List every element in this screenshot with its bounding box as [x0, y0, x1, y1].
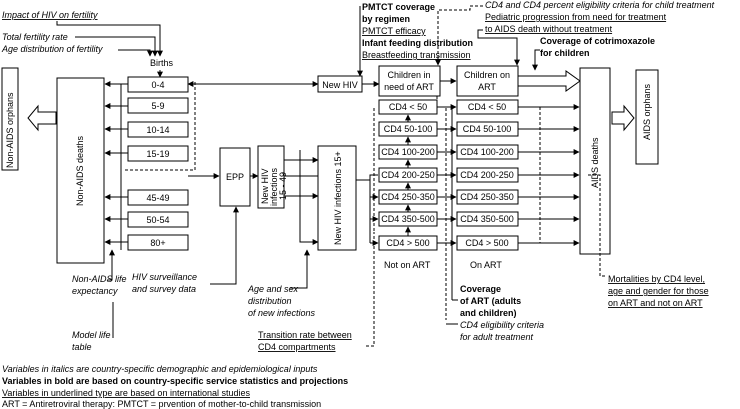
coverage-art-2: of ART (adults: [460, 296, 521, 306]
aids-orphans-label: AIDS orphans: [642, 83, 652, 140]
coverage-art-1: Coverage: [460, 284, 501, 294]
age-sex-3: of new infections: [248, 308, 316, 318]
non-aids-life-1: Non-AIDS life: [72, 274, 127, 284]
cd4-not-on-art-5: CD4 350-500: [381, 214, 435, 224]
not-on-art-label: Not on ART: [384, 260, 431, 270]
cd4-not-on-art-3: CD4 200-250: [381, 170, 435, 180]
children-on-art-box: [456, 65, 519, 97]
new-hiv-15plus-box: [317, 145, 357, 251]
non-aids-orphans-arrow: [27, 104, 57, 132]
epp-box: [219, 147, 251, 207]
children-on-art-label-1: Children on: [464, 70, 510, 80]
input-age-distribution-fertility: Age distribution of fertility: [1, 44, 103, 54]
cd4-not-on-art-6: CD4 > 500: [386, 238, 429, 248]
model-life-1: Model life: [72, 330, 111, 340]
cd4-adult-criteria-1: CD4 eligibility criteria: [460, 320, 544, 330]
age-label-10-14: 10-14: [146, 125, 169, 135]
mortality-2: age and gender for those: [608, 286, 709, 296]
births-label: Births: [150, 58, 174, 68]
coverage-art-3: and children): [460, 308, 517, 318]
model-life-2: table: [72, 342, 92, 352]
pediatric-progression-2: to AIDS death without treatment: [485, 24, 613, 34]
cd4-adult-criteria-2: for adult treatment: [460, 332, 534, 342]
age-sex-2: distribution: [248, 296, 292, 306]
new-hiv-15plus-label: New HIV infections 15+: [333, 151, 343, 245]
pmtct-coverage: PMTCT coverage: [362, 2, 435, 12]
pmtct-efficacy: PMTCT efficacy: [362, 26, 426, 36]
epp-label: EPP: [226, 172, 244, 182]
mortality-1: Mortalities by CD4 level,: [608, 274, 705, 284]
legend-bold: Variables in bold are based on country-s…: [2, 376, 348, 386]
pmtct-regimen: by regimen: [362, 14, 410, 24]
age-label-0-4: 0-4: [151, 80, 164, 90]
non-aids-deaths-label: Non-AIDS deaths: [75, 135, 85, 206]
input-impact-hiv-fertility: Impact of HIV on fertility: [2, 10, 98, 20]
cotrimoxazole-2: for children: [540, 48, 590, 58]
cd4-on-art-6: CD4 > 500: [465, 238, 508, 248]
cd4-child-criteria: CD4 and CD4 percent eligibility criteria…: [485, 0, 715, 10]
hiv-surveillance-2: and survey data: [132, 284, 196, 294]
cd4-on-art-4: CD4 250-350: [460, 192, 514, 202]
cd4-not-on-art-0: CD4 < 50: [389, 102, 427, 112]
breastfeeding-transmission: Breastfeeding transmission: [362, 50, 471, 60]
age-label-45-49: 45-49: [146, 193, 169, 203]
new-hiv-15-49-label-2: infections: [269, 167, 279, 206]
children-to-aids-deaths-arrow: [517, 70, 581, 92]
children-in-need-label-2: need of ART: [384, 82, 434, 92]
input-total-fertility: Total fertility rate: [2, 32, 68, 42]
cd4-on-art-column: CD4 < 50 CD4 50-100 CD4 100-200 CD4 200-…: [456, 99, 519, 251]
pediatric-progression-1: Pediatric progression from need for trea…: [485, 12, 667, 22]
cd4-on-art-3: CD4 200-250: [460, 170, 514, 180]
new-hiv-15-49-label: New HIV: [260, 168, 270, 204]
cd4-on-art-1: CD4 50-100: [463, 124, 512, 134]
children-in-need-box: [378, 65, 441, 97]
new-hiv-label: New HIV: [322, 80, 358, 90]
age-label-50-54: 50-54: [146, 215, 169, 225]
cd4-on-art-2: CD4 100-200: [460, 147, 514, 157]
age-label-5-9: 5-9: [151, 101, 164, 111]
children-on-art-label-2: ART: [478, 82, 496, 92]
infant-feeding: Infant feeding distribution: [362, 38, 473, 48]
new-hiv-15-49-label-3: 15 - 49: [278, 172, 288, 200]
cd4-not-on-art-4: CD4 250-350: [381, 192, 435, 202]
non-aids-orphans-label: Non-AIDS orphans: [5, 92, 15, 168]
cd4-not-on-art-1: CD4 50-100: [384, 124, 433, 134]
non-aids-life-2: expectancy: [72, 286, 118, 296]
aids-deaths-label: AIDS deaths: [590, 137, 600, 188]
hiv-surveillance-1: HIV surveillance: [132, 272, 197, 282]
transition-rate-1: Transition rate between: [258, 330, 352, 340]
cd4-not-on-art-2: CD4 100-200: [381, 147, 435, 157]
legend-abbrev: ART = Antiretroviral therapy: PMTCT = pr…: [2, 399, 321, 409]
non-aids-deaths-box: [56, 77, 105, 264]
non-aids-orphans-box: [1, 67, 19, 171]
cotrimoxazole-1: Coverage of cotrimoxazole: [540, 36, 655, 46]
cd4-on-art-0: CD4 < 50: [468, 102, 506, 112]
cd4-not-on-art-column: CD4 < 50 CD4 50-100 CD4 100-200 CD4 200-…: [378, 99, 438, 251]
legend-italics: Variables in italics are country-specifi…: [2, 364, 318, 374]
aids-orphans-arrow: [611, 104, 635, 132]
age-label-15-19: 15-19: [146, 149, 169, 159]
age-label-80plus: 80+: [150, 238, 165, 248]
aids-deaths-box: [579, 67, 611, 255]
new-hiv-15-49-box: [257, 145, 285, 209]
transition-rate-2: CD4 compartments: [258, 342, 336, 352]
cd4-on-art-5: CD4 350-500: [460, 214, 514, 224]
children-in-need-label-1: Children in: [387, 70, 430, 80]
on-art-label: On ART: [470, 260, 502, 270]
legend-underline: Variables in underlined type are based o…: [2, 388, 250, 398]
aids-orphans-box: [635, 69, 659, 165]
mortality-3: on ART and not on ART: [608, 298, 703, 308]
age-sex-1: Age and sex: [247, 284, 299, 294]
